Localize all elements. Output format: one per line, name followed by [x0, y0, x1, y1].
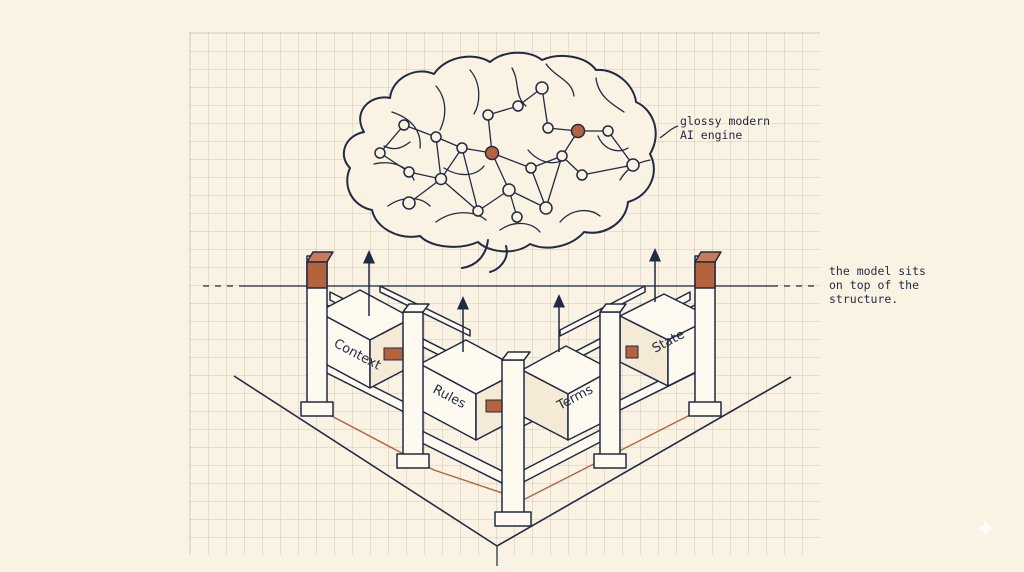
upward-arrows	[363, 248, 661, 352]
model-annotation: the model sits on top of the structure.	[829, 264, 926, 306]
terms-box	[521, 345, 613, 441]
engine-annotation: glossy modern AI engine	[680, 114, 771, 142]
engine-leader-line	[659, 125, 679, 139]
context-box	[317, 289, 413, 389]
sparkle-icon: ✦	[975, 515, 997, 545]
ground-lines	[233, 375, 792, 566]
post-caps	[306, 251, 722, 361]
brain-icon	[342, 51, 657, 273]
frame-posts	[300, 255, 722, 527]
